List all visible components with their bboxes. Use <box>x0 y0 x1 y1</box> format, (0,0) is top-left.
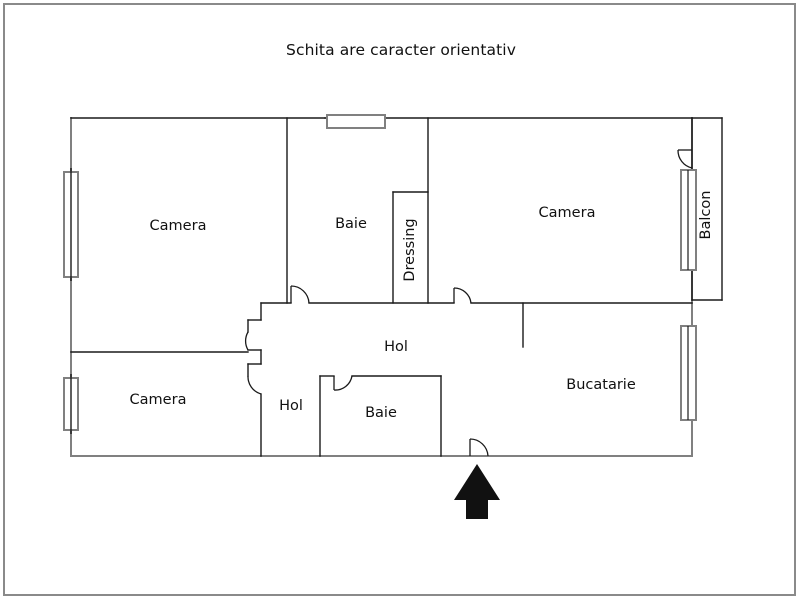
room-label-camera-top-left: Camera <box>149 218 207 234</box>
door-camera-top-right-hol <box>453 287 472 304</box>
room-label-bucatarie: Bucatarie <box>566 377 636 393</box>
doors <box>244 149 693 457</box>
room-label-hol-small: Hol <box>279 398 303 414</box>
room-label-baie-bottom: Baie <box>365 405 397 421</box>
room-label-dressing: Dressing <box>402 218 418 282</box>
room-label-camera-top-right: Camera <box>538 205 596 221</box>
room-label-hol-main: Hol <box>384 339 408 355</box>
room-label-baie-top: Baie <box>335 216 367 232</box>
window-top-baie <box>326 114 386 129</box>
entrance-arrow <box>454 464 500 519</box>
door-camera-bottom-left-b <box>247 375 262 395</box>
door-entrance <box>469 438 489 457</box>
room-label-balcon: Balcon <box>698 190 714 240</box>
room-label-camera-bottom-left: Camera <box>129 392 187 408</box>
door-balcon <box>677 149 693 169</box>
page-border <box>3 3 796 596</box>
page-title: Schita are caracter orientativ <box>286 41 516 59</box>
door-camera-bottom-left-a <box>244 331 249 351</box>
door-baie-top-to-hol <box>290 285 310 304</box>
windows <box>63 114 697 434</box>
door-baie-bottom <box>333 375 353 391</box>
